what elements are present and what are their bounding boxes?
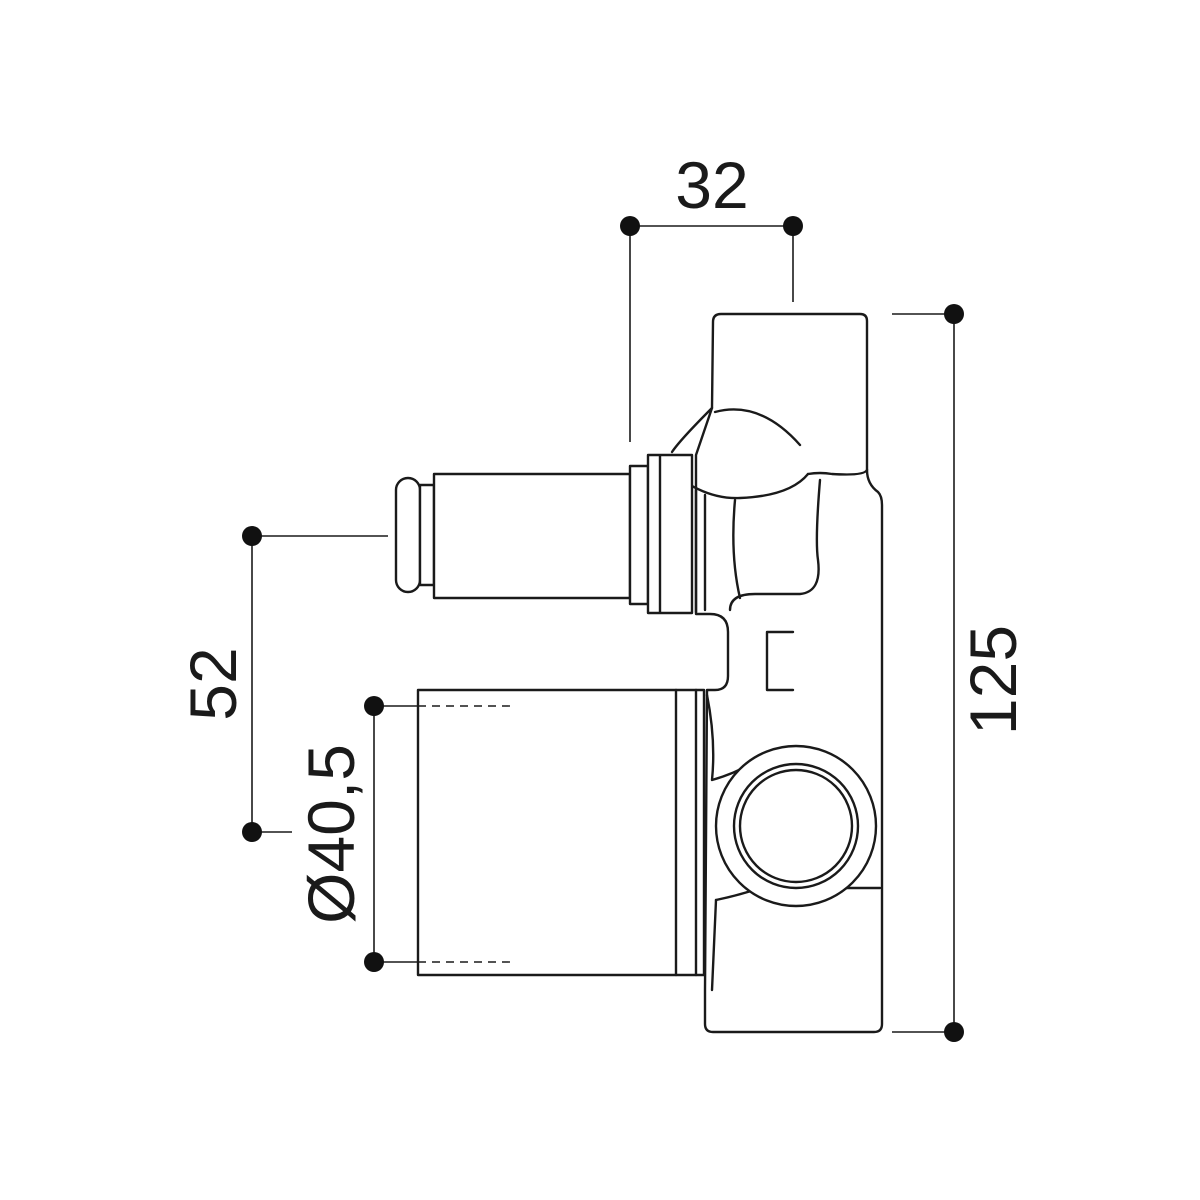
dimension-total-height: 125	[892, 304, 1030, 1042]
neck-curve	[732, 498, 742, 600]
side-bulge	[728, 478, 822, 612]
spindle-collar-2	[646, 453, 694, 615]
spindle-cap	[394, 476, 422, 594]
dim-125-dot-bottom	[944, 1022, 964, 1042]
dim-32-dot-right	[783, 216, 803, 236]
upper-transition	[713, 408, 802, 447]
dim-52-dot-top	[242, 526, 262, 546]
dim-52-dot-bottom	[242, 822, 262, 842]
dim-dia-dot-top	[364, 696, 384, 716]
upper-transition-inner	[670, 406, 714, 454]
dim-dia-label: Ø40,5	[294, 744, 368, 924]
dim-32-dot-left	[620, 216, 640, 236]
port-inner-ring	[738, 768, 854, 884]
dim-52-label: 52	[176, 647, 250, 720]
dimension-diameter: Ø40,5	[294, 696, 418, 972]
cylinder	[416, 688, 706, 977]
slot-mark	[765, 630, 795, 692]
outlet-port	[714, 744, 878, 908]
dimension-offset-height: 52	[176, 526, 388, 842]
spindle-shaft	[418, 483, 436, 587]
dim-dia-dot-bottom	[364, 952, 384, 972]
dimension-top-width: 32	[620, 148, 803, 442]
dim-125-label: 125	[956, 625, 1030, 735]
spindle	[394, 453, 694, 615]
body-outline	[694, 312, 884, 1034]
dim-32-label: 32	[675, 148, 748, 222]
port-middle-ring	[732, 762, 860, 890]
cylinder-body	[416, 688, 706, 977]
spindle-body	[432, 472, 632, 600]
dim-125-dot-top	[944, 304, 964, 324]
lower-wall	[710, 898, 718, 992]
spindle-collar-1	[628, 464, 650, 606]
side-step	[806, 468, 869, 476]
